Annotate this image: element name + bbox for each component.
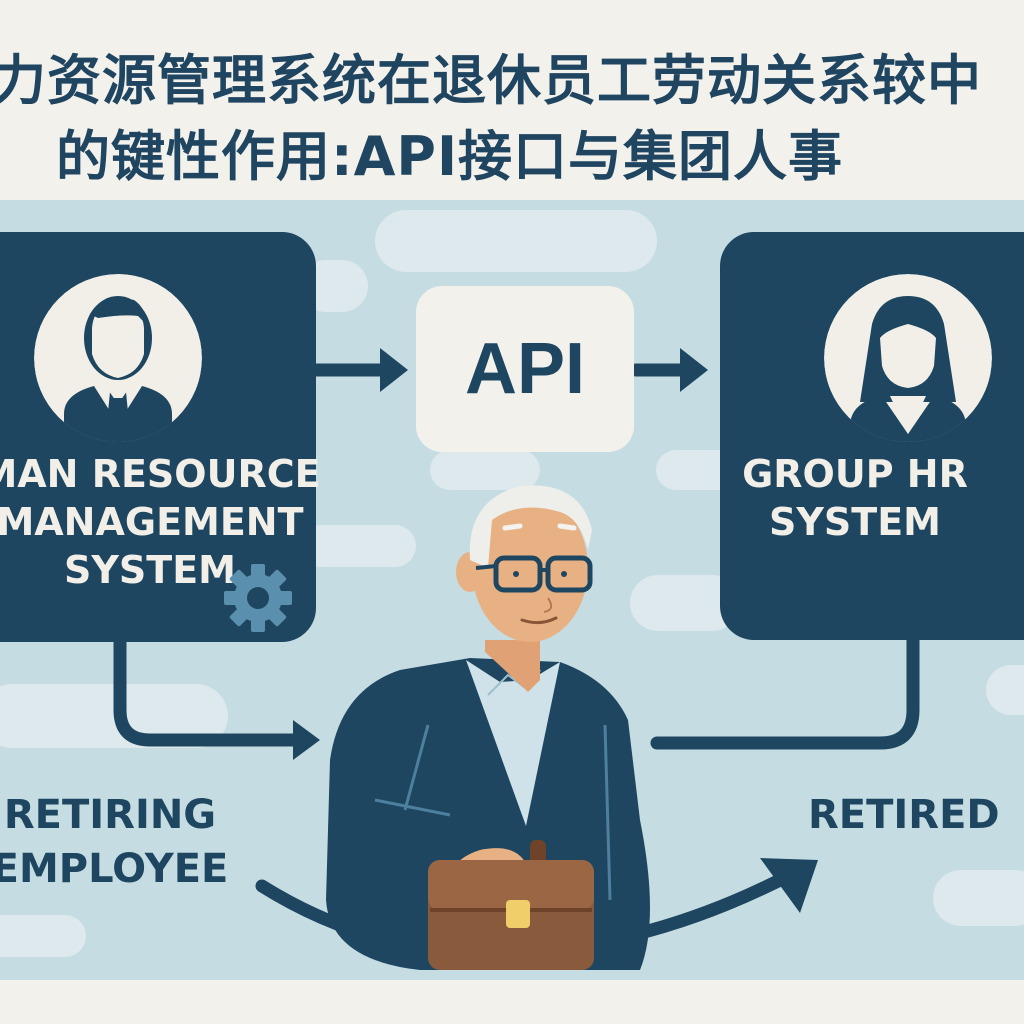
label-line: SYSTEM: [64, 548, 236, 592]
title-line-1: 力资源管理系统在退休员工劳动关系较中: [0, 49, 982, 112]
label-line: MAN RESOURCE: [0, 452, 321, 496]
cloud-shape: [986, 665, 1024, 715]
gear-icon: [224, 564, 292, 632]
label-line: RETIRING: [3, 792, 217, 838]
group-hr-system-label: GROUP HR SYSTEM: [720, 450, 990, 546]
female-user-icon: [824, 274, 992, 442]
label-line: SYSTEM: [769, 500, 941, 544]
label-line: EMPLOYEE: [0, 846, 229, 892]
title-area: 力资源管理系统在退休员工劳动关系较中 的键性作用:API接口与集团人事: [0, 0, 1024, 200]
title-line-2: 的键性作用:API接口与集团人事: [56, 125, 844, 188]
male-user-icon: [34, 274, 202, 442]
label-line: MANAGEMENT: [0, 500, 304, 544]
elderly-employee-illustration: [326, 485, 650, 970]
hr-management-system-label: MAN RESOURCE MANAGEMENT SYSTEM: [0, 450, 340, 594]
group-hr-system-panel[interactable]: GROUP HR SYSTEM: [720, 232, 1024, 640]
hr-management-system-panel[interactable]: MAN RESOURCE MANAGEMENT SYSTEM: [0, 232, 321, 642]
cloud-shape: [300, 525, 416, 567]
label-line: GROUP HR: [742, 452, 968, 496]
retired-label: RETIRED: [808, 792, 1000, 838]
diagram-stage: MAN RESOURCE MANAGEMENT SYSTEM API: [0, 200, 1024, 980]
api-box[interactable]: API: [416, 286, 634, 452]
retiring-employee-label: RETIRING EMPLOYEE: [0, 788, 230, 896]
cloud-shape: [375, 210, 657, 272]
cloud-shape: [430, 450, 540, 490]
footer-band: [0, 980, 1024, 1024]
api-label: API: [464, 329, 586, 409]
cloud-shape: [0, 915, 86, 957]
cloud-shape: [933, 870, 1024, 926]
